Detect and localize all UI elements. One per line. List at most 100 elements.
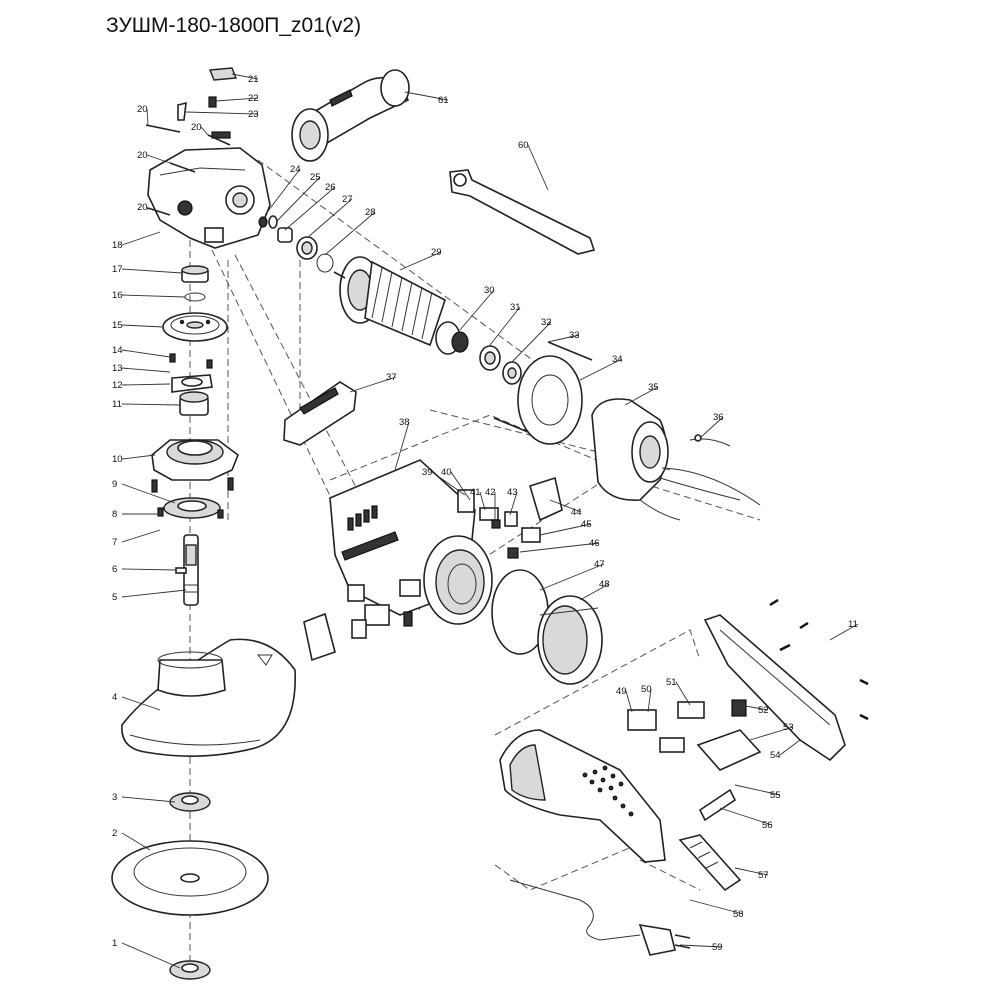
callout-number-43: 43: [507, 487, 518, 498]
callout-number-32: 32: [541, 317, 552, 328]
callout-leader-39: [431, 471, 466, 496]
callout-leader-58: [689, 899, 744, 915]
part-clamp-nut: [169, 960, 211, 980]
callout-number-20: 20: [137, 104, 148, 115]
callout-leader-15: [121, 324, 164, 328]
callout-leader-56: [719, 807, 773, 826]
callout-number-57: 57: [758, 870, 769, 881]
callout-number-47: 47: [594, 559, 605, 570]
callout-leader-52: [739, 704, 769, 711]
callout-number-20: 20: [137, 202, 148, 213]
callout-leader-53: [749, 726, 794, 741]
callout-number-20: 20: [137, 150, 148, 161]
callout-number-40: 40: [441, 467, 452, 478]
callout-number-15: 15: [112, 320, 123, 331]
part-air-baffle: [517, 355, 583, 445]
callout-number-20: 20: [191, 122, 202, 133]
callout-leader-3: [121, 796, 176, 803]
callout-number-58: 58: [733, 909, 744, 920]
callout-leader-35: [624, 386, 659, 406]
callout-number-3: 3: [112, 792, 117, 803]
callout-number-17: 17: [112, 264, 123, 275]
callout-number-26: 26: [325, 182, 336, 193]
part-stator: [591, 398, 761, 521]
callout-leader-45: [539, 523, 592, 536]
callout-number-12: 12: [112, 380, 123, 391]
callout-leader-51: [675, 681, 691, 706]
callout-leader-34: [579, 358, 623, 381]
callout-leader-54: [779, 739, 801, 756]
callout-leader-17: [121, 268, 183, 274]
callout-number-56: 56: [762, 820, 773, 831]
part-guard: [121, 638, 296, 757]
callout-leader-32: [511, 321, 552, 363]
callout-number-13: 13: [112, 363, 123, 374]
callout-leader-57: [734, 867, 769, 876]
part-power-cord: [509, 879, 691, 956]
callout-leader-48: [579, 583, 610, 601]
callout-leader-11: [121, 403, 181, 406]
callout-leader-31: [489, 306, 521, 346]
callout-leader-14: [121, 349, 171, 358]
callout-leader-33: [547, 334, 580, 343]
callout-number-33: 33: [569, 330, 580, 341]
callout-leader-30: [459, 289, 495, 331]
callout-number-11: 11: [848, 619, 858, 630]
part-handle-housing: [499, 699, 762, 863]
callout-leader-20: [200, 126, 209, 136]
callout-leader-60: [527, 144, 549, 191]
callout-number-50: 50: [641, 684, 652, 695]
callout-leader-21: [231, 73, 259, 80]
callout-number-37: 37: [386, 372, 397, 383]
callout-number-61: 61: [438, 95, 449, 106]
part-brush-holders: [457, 476, 563, 559]
callout-leader-10: [121, 454, 156, 460]
callout-leader-12: [121, 383, 171, 386]
callout-leader-6: [121, 568, 177, 571]
callout-number-52: 52: [758, 705, 769, 716]
callout-number-21: 21: [248, 74, 259, 85]
callout-leader-43: [509, 491, 518, 516]
part-switch-assembly: [303, 579, 421, 662]
callout-leader-7: [121, 529, 161, 543]
callout-number-30: 30: [484, 285, 495, 296]
callout-leader-13: [121, 367, 171, 373]
part-wrench: [449, 169, 596, 255]
callout-number-55: 55: [770, 790, 781, 801]
part-motor-housing: [329, 459, 493, 625]
diagram-title: ЗУШМ-180-1800П_z01(v2): [106, 14, 362, 37]
callout-number-59: 59: [712, 942, 723, 953]
part-wire-clip: [689, 434, 731, 447]
part-disc: [111, 840, 269, 916]
callout-leader-1: [121, 942, 181, 969]
part-side-handle: [291, 69, 410, 162]
callout-number-11: 11: [112, 399, 122, 410]
callout-number-29: 29: [431, 247, 442, 258]
part-handle-cover: [703, 598, 869, 762]
callout-number-9: 9: [112, 479, 117, 490]
callout-leader-9: [121, 483, 176, 504]
callout-leader-41: [479, 491, 486, 511]
part-armature: [333, 256, 469, 355]
callout-number-6: 6: [112, 564, 117, 575]
part-bearing-17: [181, 265, 209, 302]
callout-leader-18: [121, 231, 161, 246]
callout-leader-61: [404, 91, 449, 101]
callout-leader-36: [699, 416, 724, 439]
callout-number-24: 24: [290, 164, 301, 175]
part-retainer-plate: [169, 353, 213, 393]
part-inner-flange: [169, 792, 211, 812]
callout-leader-49: [625, 690, 633, 713]
callout-number-48: 48: [599, 579, 610, 590]
part-rear-bearings: [479, 345, 522, 385]
callout-number-8: 8: [112, 509, 117, 520]
callout-number-18: 18: [112, 240, 123, 251]
callout-leader-26: [284, 186, 336, 231]
callout-leader-4: [121, 696, 161, 711]
callout-leader-28: [324, 211, 376, 256]
part-spindle: [175, 534, 199, 606]
part-callouts: 1234567891011121314151617182020202021222…: [112, 73, 859, 969]
callout-number-2: 2: [112, 828, 117, 839]
callout-number-46: 46: [589, 538, 600, 549]
callout-number-45: 45: [581, 519, 592, 530]
